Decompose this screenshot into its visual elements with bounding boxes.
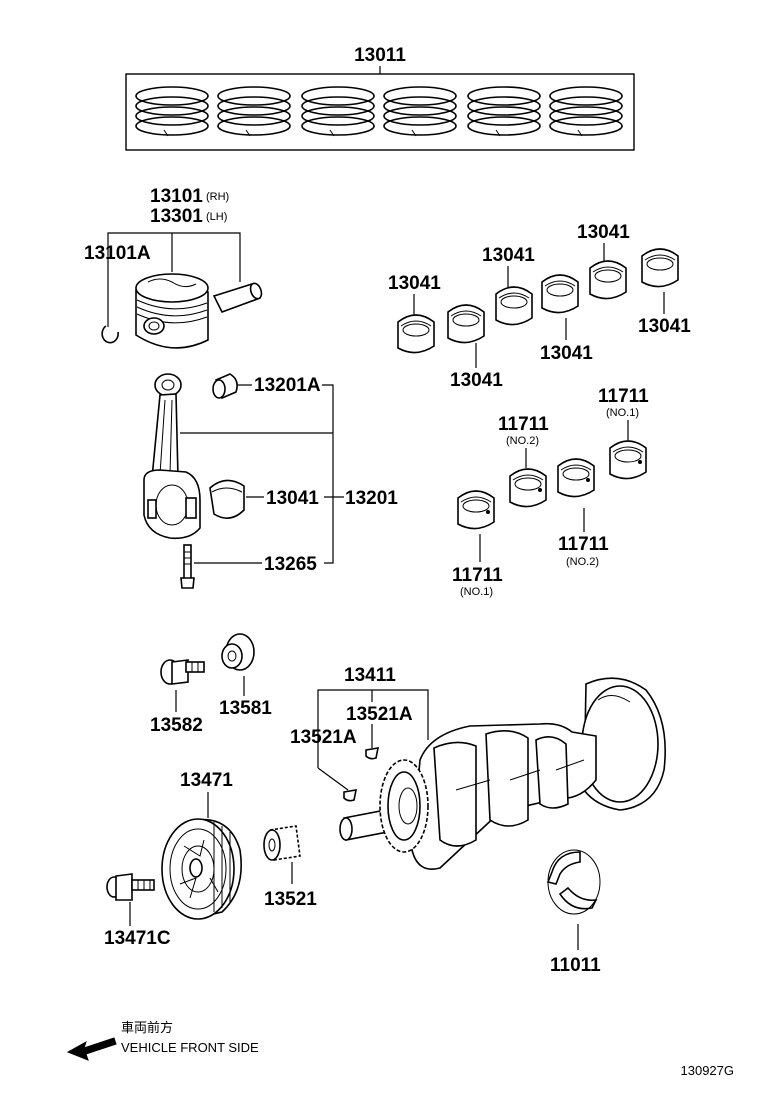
- piston-ring-stack-2: [217, 86, 291, 137]
- crankshaft-group[interactable]: 13411 13521A 13521A: [290, 665, 666, 870]
- main-bearing-shells: [457, 440, 647, 530]
- thrust-washer-icon: [546, 849, 601, 915]
- main-bearing-lower-2-note: (NO.2): [566, 556, 599, 568]
- main-bearing-upper-1-label: 11711: [598, 386, 649, 407]
- bolt-13582-icon: [160, 659, 205, 685]
- direction-jp-text: 車両前方: [121, 1020, 173, 1035]
- main-bearing-lower-1-note: (NO.1): [460, 586, 493, 598]
- bearing-label-1: 13041: [388, 273, 441, 294]
- piston-ring-stack-5: [467, 86, 541, 137]
- timing-gear-group[interactable]: 13521: [263, 825, 317, 910]
- pulley-label: 13471: [180, 770, 233, 791]
- main-bearing-upper-1-note: (NO.1): [606, 407, 639, 419]
- piston-ring-stack-1: [135, 86, 209, 137]
- crankshaft-pulley-icon: [161, 818, 242, 920]
- main-bearing-shell-4: [609, 440, 647, 480]
- main-bearing-upper-2-note: (NO.2): [506, 435, 539, 447]
- bearing-label-5: 13041: [577, 222, 630, 243]
- piston-ring-stack-3: [301, 86, 375, 137]
- snap-ring-icon: [101, 325, 119, 344]
- plate-13581-group[interactable]: 13581: [219, 633, 272, 719]
- piston-ring-stack-4: [383, 86, 457, 137]
- conrod-bearing-label: 13041: [266, 488, 319, 509]
- conrod-bearing-shell-1: [397, 314, 435, 354]
- conrod-bolt-label: 13265: [264, 554, 317, 575]
- connecting-rod-group[interactable]: 13201A 13041 13201 13265: [143, 373, 398, 589]
- piston-icon: [135, 273, 209, 349]
- piston-rh-note: (RH): [206, 191, 229, 203]
- pulley-bolt-icon: [106, 873, 155, 901]
- bolt-13582-group[interactable]: 13582: [150, 659, 205, 736]
- plate-13581-icon: [221, 633, 255, 671]
- conrod-bearing-set[interactable]: 13041 13041 13041 13041 13041 13041: [388, 222, 691, 391]
- snap-ring-label: 13101A: [84, 243, 151, 264]
- conrod-bushing-icon: [212, 373, 238, 400]
- vehicle-front-direction: 車両前方 VEHICLE FRONT SIDE: [66, 1020, 259, 1061]
- piston-lh-label: 13301: [150, 206, 203, 227]
- conrod-bolt-icon: [180, 544, 195, 589]
- crankshaft-timing-gear-icon: [263, 825, 301, 861]
- main-bearing-shell-2: [509, 468, 547, 508]
- pulley-group[interactable]: 13471: [161, 770, 242, 920]
- piston-ring-set-frame: [125, 73, 635, 151]
- conrod-bushing-label: 13201A: [254, 375, 321, 396]
- conrod-bearing-shell-5: [589, 260, 627, 300]
- main-bearing-shell-1: [457, 490, 495, 530]
- bearing-label-4: 13041: [540, 343, 593, 364]
- bearing-label-3: 13041: [482, 245, 535, 266]
- front-arrow-icon: [66, 1037, 117, 1061]
- main-bearing-set[interactable]: 11711 (NO.1) 11711 (NO.2) 11711 (NO.2) 1…: [452, 386, 649, 598]
- piston-rings-group: [135, 86, 623, 137]
- piston-lh-note: (LH): [206, 211, 227, 223]
- crankshaft-icon: [339, 677, 666, 870]
- pulley-bolt-label: 13471C: [104, 928, 171, 949]
- conrod-bearing-shell-4: [541, 274, 579, 314]
- connecting-rod-icon: [143, 373, 201, 540]
- thrust-washer-group[interactable]: 11011: [546, 849, 601, 976]
- conrod-assy-label: 13201: [345, 488, 398, 509]
- woodruff-key-right-icon: [365, 747, 380, 760]
- bolt-13582-label: 13582: [150, 715, 203, 736]
- plate-13581-label: 13581: [219, 698, 272, 719]
- piston-group[interactable]: 13101 (RH) 13301 (LH) 13101A: [84, 186, 263, 349]
- conrod-bearing-shell-3: [495, 286, 533, 326]
- piston-pin-icon: [212, 282, 263, 313]
- bearing-label-6: 13041: [638, 316, 691, 337]
- pulley-bolt-group[interactable]: 13471C: [104, 873, 171, 949]
- bearing-label-2: 13041: [450, 370, 503, 391]
- piston-ring-stack-6: [549, 86, 623, 137]
- main-bearing-lower-2-label: 11711: [558, 534, 609, 555]
- direction-en-text: VEHICLE FRONT SIDE: [121, 1040, 259, 1055]
- conrod-bearing-shell-2: [447, 304, 485, 344]
- conrod-bearing-shell-6: [641, 248, 679, 288]
- conrod-bearing-shells: [397, 248, 679, 354]
- thrust-washer-label: 11011: [550, 955, 601, 976]
- main-bearing-shell-3: [557, 458, 595, 498]
- conrod-bearing-icon: [209, 479, 245, 519]
- piston-ring-set-label: 13011: [354, 45, 406, 66]
- figure-code: 130927G: [681, 1063, 735, 1078]
- woodruff-key-left-icon: [343, 789, 358, 802]
- key-left-label: 13521A: [290, 727, 357, 748]
- main-bearing-lower-1-label: 11711: [452, 565, 503, 586]
- key-right-label: 13521A: [346, 704, 413, 725]
- piston-rh-label: 13101: [150, 186, 203, 207]
- main-bearing-upper-2-label: 11711: [498, 414, 549, 435]
- timing-gear-label: 13521: [264, 889, 317, 910]
- crankshaft-label: 13411: [344, 665, 396, 686]
- piston-ring-set[interactable]: 13011: [125, 45, 635, 151]
